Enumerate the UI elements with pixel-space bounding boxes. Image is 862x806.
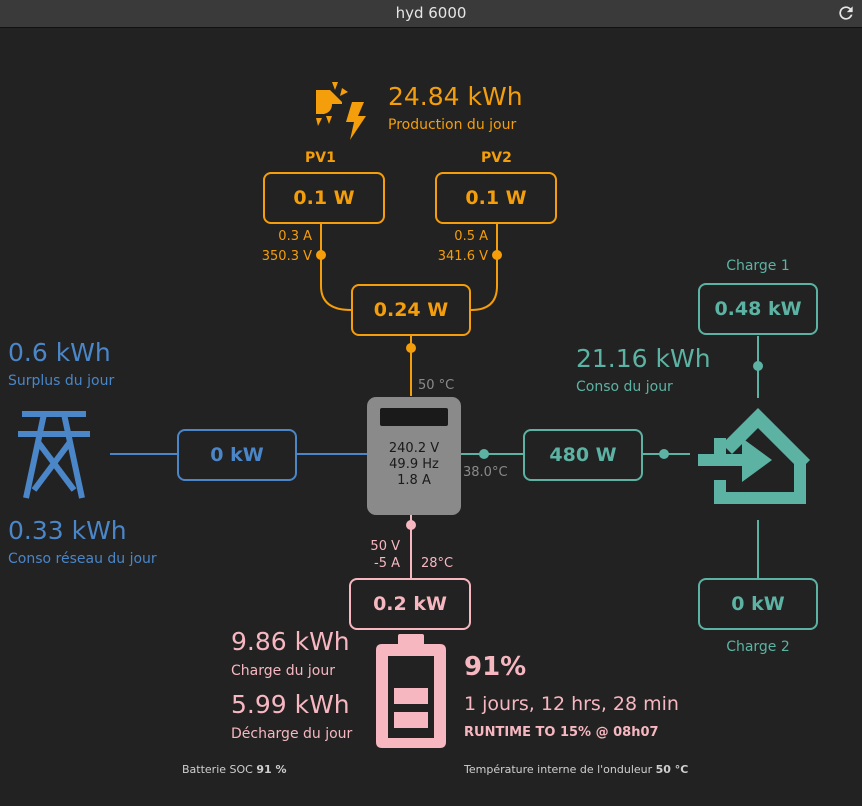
pv-combined-box[interactable]: 0.24 W [351,284,471,336]
grid-power-box[interactable]: 0 kW [177,429,297,481]
load-power: 480 W [549,444,617,466]
flow-lines [110,224,763,580]
grid-surplus-energy: 0.6 kWh [8,338,111,367]
title-bar: hyd 6000 [0,0,862,28]
battery-power-box[interactable]: 0.2 kW [349,578,471,630]
sun-bolt-icon [316,82,366,140]
footer-temp: Température interne de l'onduleur 50 °C [464,763,688,776]
power-flow-card: 24.84 kWh Production du jour PV1 PV2 0.1… [0,28,862,806]
charge1-box[interactable]: 0.48 kW [698,283,818,335]
battery-icon [376,634,446,748]
battery-current: -5 A [374,556,400,571]
grid-consumption-label: Conso réseau du jour [8,551,157,567]
charge1-label: Charge 1 [726,258,790,274]
pv1-current: 0.3 A [278,229,312,244]
footer-temp-value: 50 °C [655,763,689,776]
inverter-frequency: 49.9 Hz [389,457,439,472]
load-total-energy: 21.16 kWh [576,344,711,373]
grid-surplus-label: Surplus du jour [8,373,115,389]
inverter-current: 1.8 A [397,473,431,488]
battery-discharge-label: Décharge du jour [231,726,353,742]
pv1-label: PV1 [305,150,336,166]
power-tower-icon [18,411,90,499]
pv2-power: 0.1 W [465,187,527,209]
pv1-power: 0.1 W [293,187,355,209]
pv1-power-box[interactable]: 0.1 W [263,172,385,224]
pv2-current: 0.5 A [454,229,488,244]
charge2-box[interactable]: 0 kW [698,578,818,630]
footer-soc: Batterie SOC 91 % [182,763,287,776]
refresh-icon[interactable] [836,3,856,23]
battery-power: 0.2 kW [373,593,447,615]
footer-temp-label: Température interne de l'onduleur [464,763,653,776]
inverter-temp-right: 38.0°C [463,465,508,480]
charge1-power: 0.48 kW [714,298,802,320]
grid-consumption-energy: 0.33 kWh [8,516,127,545]
pv2-power-box[interactable]: 0.1 W [435,172,557,224]
footer-soc-label: Batterie SOC [182,763,253,776]
pv2-voltage: 341.6 V [437,249,488,264]
pv-combined-power: 0.24 W [373,299,449,321]
grid-power: 0 kW [210,444,264,466]
battery-temp: 28°C [421,556,454,571]
charge2-power: 0 kW [731,593,785,615]
battery-runtime-to: RUNTIME TO 15% @ 08h07 [464,725,659,740]
inverter-voltage: 240.2 V [388,441,440,456]
battery-charge-energy: 9.86 kWh [231,627,350,656]
charge2-label: Charge 2 [726,639,790,655]
inverter-display [380,408,448,426]
window-title: hyd 6000 [395,4,467,22]
battery-voltage: 50 V [370,539,400,554]
pv2-label: PV2 [481,150,512,166]
solar-total-energy: 24.84 kWh [388,82,523,111]
pv1-voltage: 350.3 V [261,249,312,264]
inverter-temp-top: 50 °C [418,378,455,393]
footer-soc-value: 91 % [256,763,287,776]
battery-runtime: 1 jours, 12 hrs, 28 min [464,693,679,715]
inverter-icon[interactable]: 240.2 V 49.9 Hz 1.8 A [367,397,461,515]
battery-soc: 91% [464,652,527,682]
battery-charge-label: Charge du jour [231,663,335,679]
solar-total-label: Production du jour [388,117,517,133]
battery-discharge-energy: 5.99 kWh [231,690,350,719]
home-import-icon [698,408,810,504]
load-total-label: Conso du jour [576,379,673,395]
load-power-box[interactable]: 480 W [523,429,643,481]
